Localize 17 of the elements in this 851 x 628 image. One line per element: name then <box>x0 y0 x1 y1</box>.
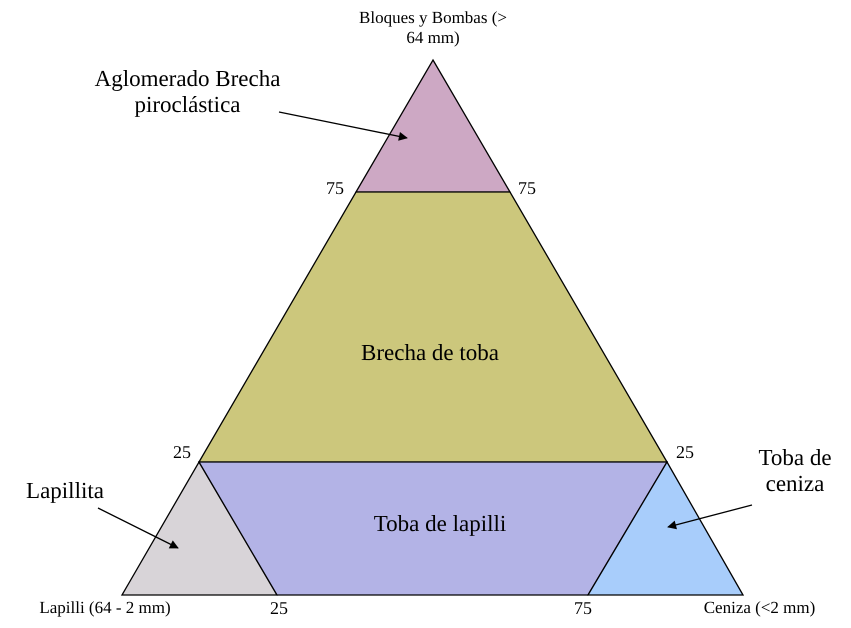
arrow <box>98 507 179 549</box>
region-label: Toba de lapilli <box>372 511 508 538</box>
region-label: Brecha de toba <box>360 340 500 366</box>
corner-label: Bloques y Bombas (> 64 mm) <box>358 8 508 49</box>
axis-value: 75 <box>517 178 537 200</box>
corner-label: Lapilli (64 - 2 mm) <box>38 598 172 618</box>
rock-name: Lapillita <box>25 478 105 504</box>
arrow <box>667 504 752 530</box>
arrow <box>278 111 408 141</box>
axis-value: 25 <box>172 442 192 464</box>
axis-value: 75 <box>325 178 345 200</box>
rock-name: Toba de ceniza <box>757 445 833 498</box>
axis-value: 25 <box>675 442 695 464</box>
axis-value: 75 <box>573 598 593 620</box>
corner-label: Ceniza (<2 mm) <box>702 598 816 618</box>
axis-value: 25 <box>269 598 289 620</box>
rock-name: Aglomerado Brecha piroclástica <box>94 66 282 119</box>
